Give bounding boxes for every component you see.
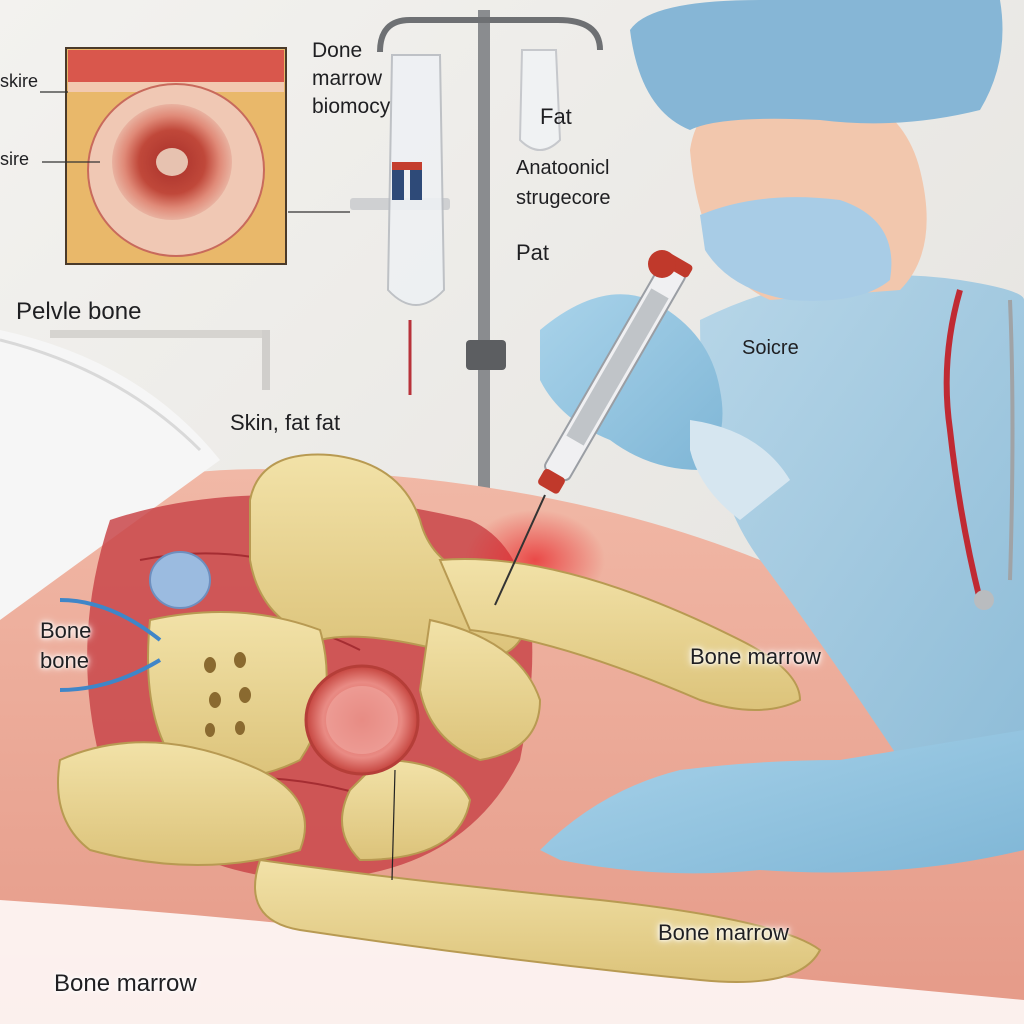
bone-label-lower: bone bbox=[40, 648, 89, 673]
bone-marrow-label-right: Bone marrow bbox=[690, 644, 821, 669]
fat-label-top: Fat bbox=[540, 104, 572, 129]
iv-stand bbox=[350, 10, 603, 490]
anatomical-label-line2: strugecore bbox=[516, 187, 611, 209]
gloved-hand bbox=[540, 730, 1024, 874]
pelvis-bone bbox=[57, 453, 822, 983]
nerve-vessels bbox=[59, 551, 211, 692]
inset-label-mid: sire bbox=[0, 149, 30, 169]
biopsy-label-line3: biomocy bbox=[312, 95, 391, 118]
pelvic-bone-label: Pelvle bone bbox=[16, 298, 142, 325]
clinician bbox=[630, 0, 1024, 760]
anatomical-label-line1: Anatoonicl bbox=[516, 157, 610, 179]
wall-shelf bbox=[50, 330, 270, 390]
biopsy-label-line2: marrow bbox=[312, 67, 383, 90]
bone-marrow-label-bottom: Bone marrow bbox=[54, 970, 197, 997]
bone-marrow-section bbox=[304, 664, 420, 881]
inset-cross-section bbox=[65, 47, 287, 265]
soicre-label: Soicre bbox=[742, 337, 799, 359]
sacrum-foramina bbox=[204, 652, 251, 737]
skin-fat-label: Skin, fat fat bbox=[230, 410, 341, 435]
hand-with-syringe bbox=[494, 250, 790, 606]
pat-label: Pat bbox=[516, 240, 550, 265]
bone-label-upper: Bone bbox=[40, 618, 92, 643]
biopsy-label-line1: Done bbox=[312, 39, 363, 62]
inset-label-top: skire bbox=[0, 71, 39, 91]
bone-marrow-label-lower: Bone marrow bbox=[658, 920, 789, 945]
